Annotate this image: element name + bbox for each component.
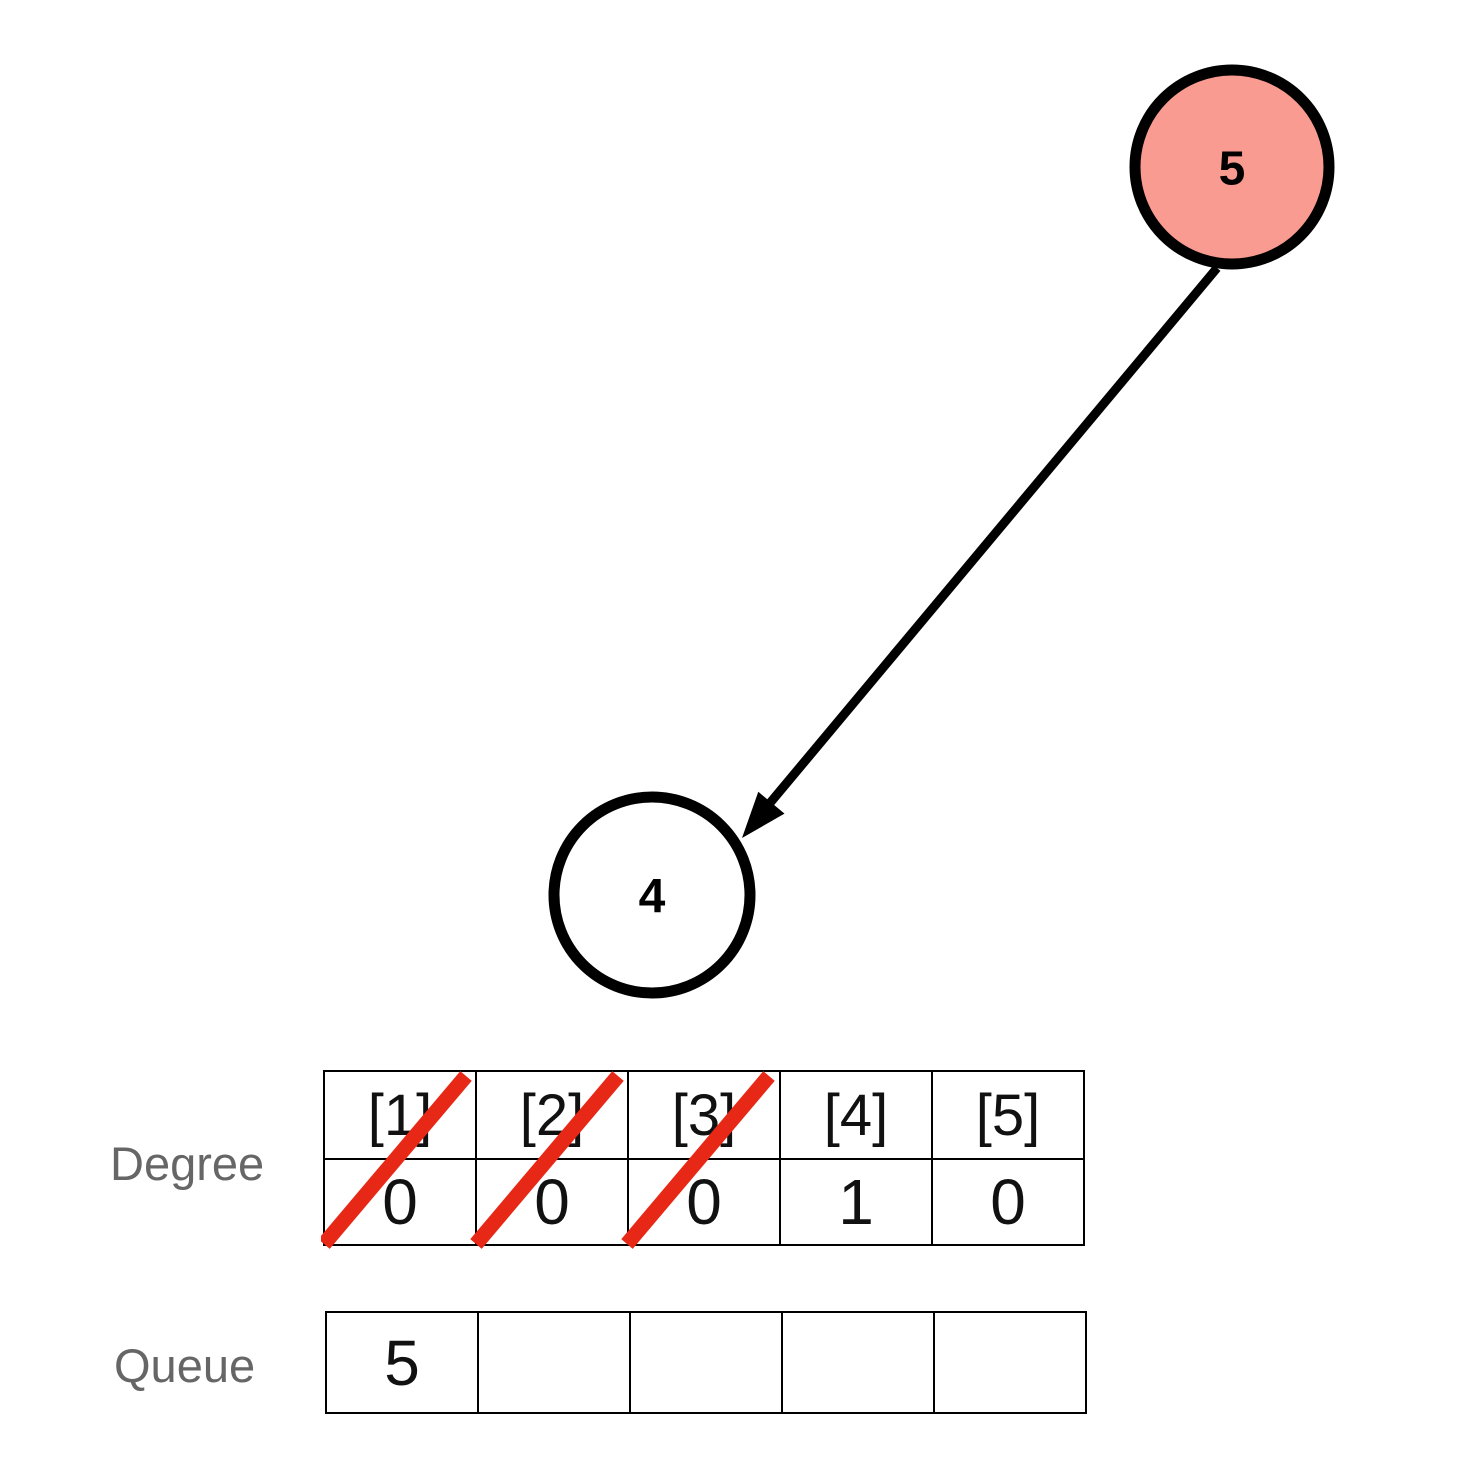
degree-value-cell-4: 1 [779,1158,933,1246]
node-4: 4 [548,791,756,999]
queue-table: 5 [325,1311,1087,1414]
degree-header-cell-5: [5] [931,1070,1085,1160]
node-4-label: 4 [639,870,666,923]
node-5: 5 [1129,64,1335,270]
degree-value-cell-5: 0 [931,1158,1085,1246]
degree-header-cell-2: [2] [475,1070,629,1160]
queue-cell-3 [629,1311,783,1414]
edge-line [766,265,1221,806]
queue-cell-5 [933,1311,1087,1414]
edge-5-to-4 [742,265,1221,838]
degree-header-row: [1] [2] [3] [4] [5] [323,1070,1085,1160]
degree-value-cell-1: 0 [323,1158,477,1246]
degree-value-cell-3: 0 [627,1158,781,1246]
degree-label: Degree [110,1137,265,1190]
queue-cell-4 [781,1311,935,1414]
queue-row: 5 [325,1311,1087,1414]
node-4-circle [548,791,756,999]
node-5-label: 5 [1219,142,1246,195]
arrowhead-icon [742,791,785,838]
queue-cell-2 [477,1311,631,1414]
queue-label: Queue [114,1339,256,1392]
degree-header-cell-3: [3] [627,1070,781,1160]
degree-header-cell-1: [1] [323,1070,477,1160]
node-5-circle [1129,64,1335,270]
degree-table: [1] [2] [3] [4] [5] 0 0 0 1 0 [323,1070,1085,1246]
degree-header-cell-4: [4] [779,1070,933,1160]
degree-value-cell-2: 0 [475,1158,629,1246]
degree-value-row: 0 0 0 1 0 [323,1158,1085,1246]
queue-cell-1: 5 [325,1311,479,1414]
